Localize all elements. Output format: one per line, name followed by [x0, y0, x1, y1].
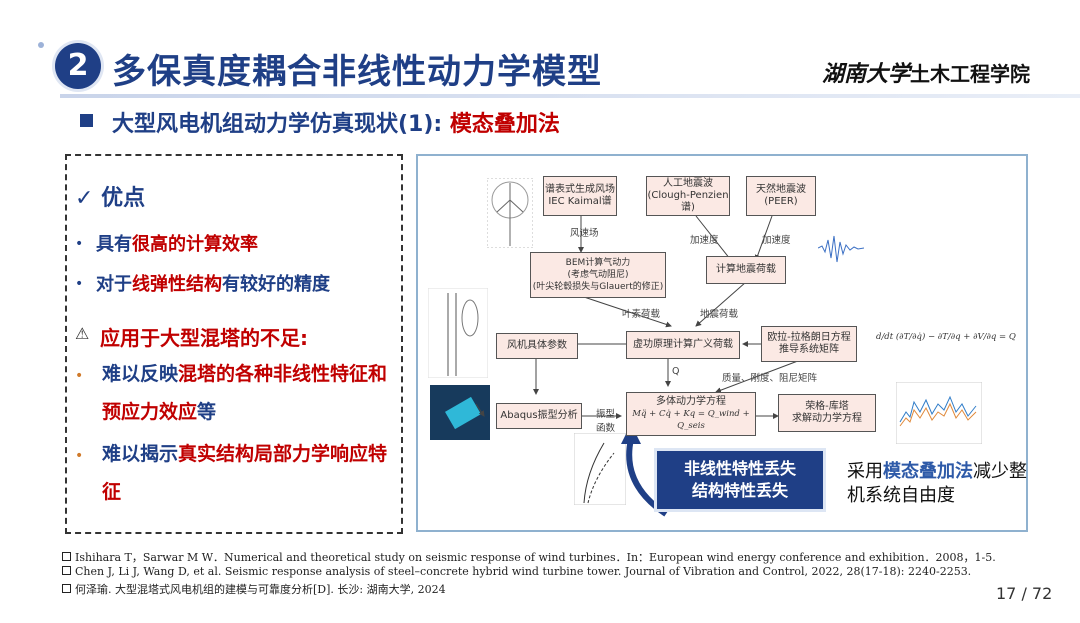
bullet-icon: •	[75, 236, 84, 252]
disadvantage-item: 难以揭示真实结构局部力学响应特征	[102, 435, 402, 511]
bullet-icon: •	[75, 276, 84, 292]
reference-text: Ishihara T，Sarwar M W．Numerical and theo…	[75, 551, 996, 564]
checkbox-icon	[62, 566, 71, 575]
note-text: 采用	[847, 461, 883, 482]
page-number: 17 / 72	[996, 584, 1053, 603]
callout-line-2: 结构特性丢失	[691, 481, 788, 500]
tower-drawing-icon	[428, 288, 488, 378]
checkbox-icon	[62, 584, 71, 593]
lagrange-equation: d/dt (∂T/∂q̇) − ∂T/∂q + ∂V/∂q = Q	[876, 332, 1016, 342]
box-bem-aero: BEM计算气动力 (考虑气动阻尼) (叶尖轮毂损失与Glauert的修正)	[530, 252, 666, 298]
note-highlight: 模态叠加法	[883, 461, 973, 482]
callout-line-1: 非线性特性丢失	[683, 459, 796, 478]
square-bullet-icon	[80, 114, 93, 127]
pros-cons-panel	[65, 154, 403, 534]
modal-note: 采用模态叠加法减少整机系统自由度	[847, 460, 1027, 508]
decor-dot	[38, 42, 44, 48]
disadvantage-text: 难以揭示	[102, 443, 179, 465]
box-multibody-eq: 多体动力学方程 Mq̈ + Cq̇ + Kq = Q_wind + Q_seis	[626, 392, 756, 436]
page-title: 多保真度耦合非线性动力学模型	[112, 52, 602, 92]
advantage-item: 对于线弹性结构有较好的精度	[96, 270, 330, 296]
disadvantage-text: 等	[197, 401, 217, 423]
label-mode-function: 振型 函数	[596, 409, 616, 434]
box-turbine-params: 风机具体参数	[496, 333, 578, 359]
advantage-highlight: 很高的计算效率	[132, 234, 258, 255]
advantage-text: 具有	[96, 234, 132, 255]
bullet-icon: •	[75, 368, 84, 384]
box-artificial-quake: 人工地震波 (Clough-Penzien谱)	[646, 176, 730, 216]
multibody-equation: Mq̈ + Cq̇ + Kq = Q_wind + Q_seis	[632, 409, 750, 431]
seismic-wave-icon	[818, 235, 864, 263]
label-matrices: 质量、刚度、阻尼矩阵	[722, 373, 818, 384]
checkbox-icon	[62, 552, 71, 561]
box-natural-quake: 天然地震波 (PEER)	[746, 176, 816, 216]
reference-item: 何泽瑜. 大型混塔式风电机组的建模与可靠度分析[D]. 长沙: 湖南大学, 20…	[62, 581, 446, 597]
subtitle-highlight: 模态叠加法	[449, 112, 560, 137]
loss-callout: 非线性特性丢失 结构特性丢失	[657, 451, 823, 509]
disadvantage-highlight: 真实结构局部力学响应特征	[102, 443, 388, 503]
label-seismic-load: 地震荷载	[700, 309, 739, 320]
subtitle: 大型风电机组动力学仿真现状(1): 模态叠加法	[112, 106, 560, 138]
reference-item: Chen J, Li J, Wang D, et al. Seismic res…	[62, 565, 971, 578]
title-underline	[60, 94, 1080, 98]
box-lagrange: 欧拉-拉格朗日方程 推导系统矩阵	[761, 326, 857, 362]
response-plot-icon	[896, 382, 982, 444]
disadvantage-highlight: 混塔的各种非线性特征和预应力效应	[102, 363, 388, 423]
label-accel-1: 加速度	[690, 235, 719, 246]
label-accel-2: 加速度	[762, 235, 791, 246]
reference-text: 何泽瑜. 大型混塔式风电机组的建模与可靠度分析[D]. 长沙: 湖南大学, 20…	[75, 583, 446, 596]
reference-text: Chen J, Li J, Wang D, et al. Seismic res…	[75, 565, 972, 578]
disadvantages-title: 应用于大型混塔的不足:	[100, 326, 308, 350]
disadvantage-item: 难以反映混塔的各种非线性特征和预应力效应等	[102, 355, 402, 431]
turbine-diagram-icon	[487, 178, 533, 248]
warning-icon: ⚠	[75, 324, 90, 343]
multibody-title: 多体动力学方程	[656, 396, 726, 407]
advantage-text: 有较好的精度	[222, 274, 330, 295]
disadvantage-text: 难以反映	[102, 363, 179, 385]
note-text: 减少整机系统自由度	[847, 461, 1027, 506]
advantage-item: 具有很高的计算效率	[96, 230, 258, 256]
box-kaimal-wind: 谱表式生成风场 IEC Kaimal谱	[543, 176, 617, 216]
advantage-text: 对于	[96, 274, 132, 295]
advantages-title-text: 优点	[101, 186, 146, 211]
check-icon: ✓	[75, 186, 94, 211]
reference-item: Ishihara T，Sarwar M W．Numerical and theo…	[62, 549, 996, 565]
advantages-title: ✓ 优点	[75, 180, 145, 212]
box-virtual-work: 虚功原理计算广义荷载	[626, 331, 740, 359]
label-blade-load: 叶素荷载	[622, 309, 661, 320]
advantage-highlight: 线弹性结构	[132, 274, 222, 295]
label-wind-field: 风速场	[570, 228, 599, 239]
college-name: 土木工程学院	[910, 62, 1030, 86]
section-number-badge: 2	[55, 43, 101, 89]
bullet-icon: •	[75, 448, 84, 464]
mode-shape-plot-icon	[574, 433, 626, 505]
box-abaqus-modal: Abaqus振型分析	[496, 403, 582, 429]
university-logo: 湖南大学	[822, 62, 911, 87]
box-seismic-load: 计算地震荷载	[706, 256, 786, 284]
subtitle-prefix: 大型风电机组动力学仿真现状(1):	[112, 112, 450, 137]
label-q: Q	[672, 366, 680, 377]
box-runge-kutta: 荣格-库塔 求解动力学方程	[778, 394, 876, 432]
